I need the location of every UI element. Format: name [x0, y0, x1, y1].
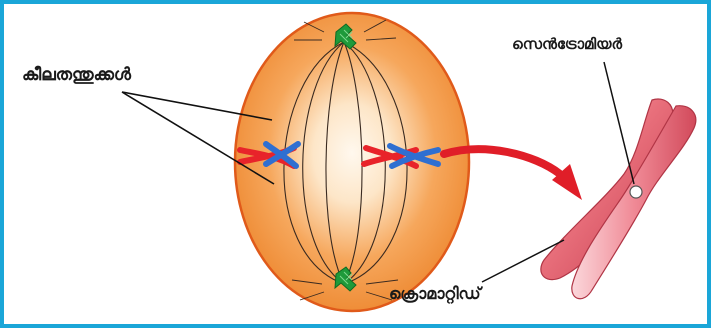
replicated-chromosome-icon [541, 99, 696, 299]
centromere [630, 186, 642, 198]
chromatid-label: ക്രൊമാറ്റിഡ് [389, 286, 481, 302]
chromatid [572, 106, 696, 299]
spindle-fibre-label: കീലതന്തുക്കൾ [22, 67, 131, 84]
centromere-label: സെൻട്രോമിയർ [512, 37, 622, 52]
cell [235, 13, 469, 311]
centromere-pointer [604, 62, 634, 184]
